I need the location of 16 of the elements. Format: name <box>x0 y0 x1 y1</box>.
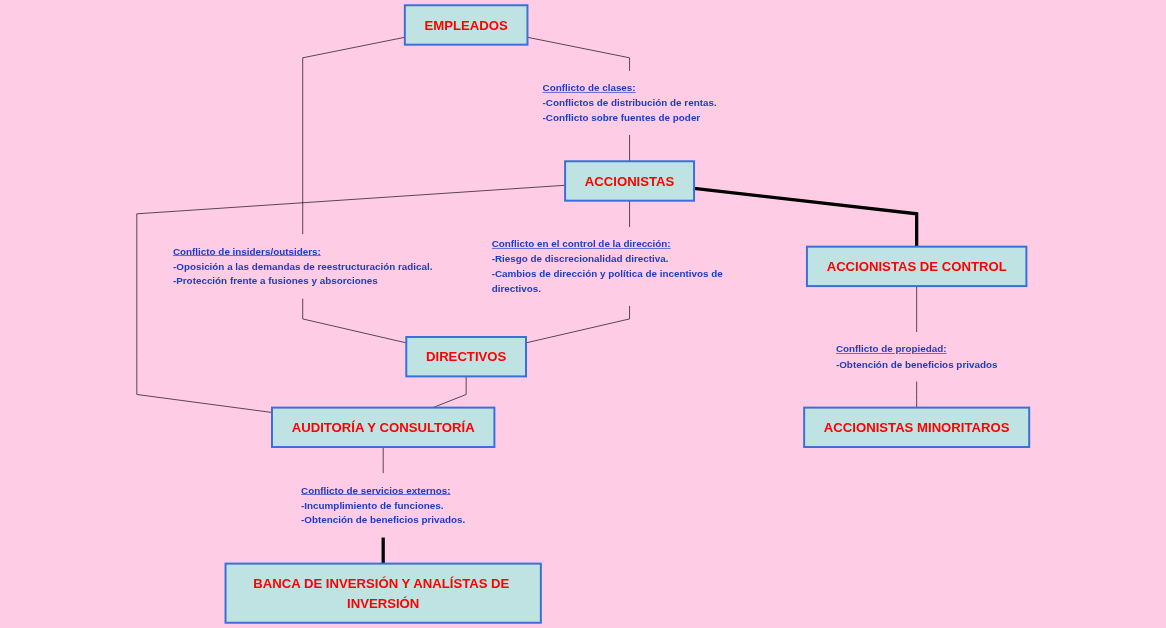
node-box <box>271 406 496 448</box>
node-text: Conflicto de insiders/outsiders: -Oposición a las demandas de reestructuración radical. -Protección frente a fusiones y absorciones <box>172 245 433 287</box>
node-box <box>405 336 527 378</box>
node-text: Conflicto en el control de la dirección: -Riesgo de discrecionalidad directiva. -Cambios de dirección y política de incentivos de directivos. <box>491 238 723 294</box>
node-box <box>403 4 529 46</box>
node-text: Conflicto de propiedad: -Obtención de beneficios privados <box>835 343 998 370</box>
node-text: Conflicto de clases: -Conflictos de distribución de rentas. -Conflicto sobre fuentes de poder <box>542 82 717 123</box>
connector <box>381 537 385 564</box>
node-text: Conflicto de servicios externos: -Incumplimiento de funciones. -Obtención de beneficios privados. <box>301 484 466 526</box>
connector <box>136 184 566 413</box>
node-box <box>805 245 1028 288</box>
connector <box>527 36 630 72</box>
node-box <box>803 406 1031 448</box>
node-box <box>564 160 696 202</box>
node-box <box>224 562 542 624</box>
connector <box>302 298 407 344</box>
